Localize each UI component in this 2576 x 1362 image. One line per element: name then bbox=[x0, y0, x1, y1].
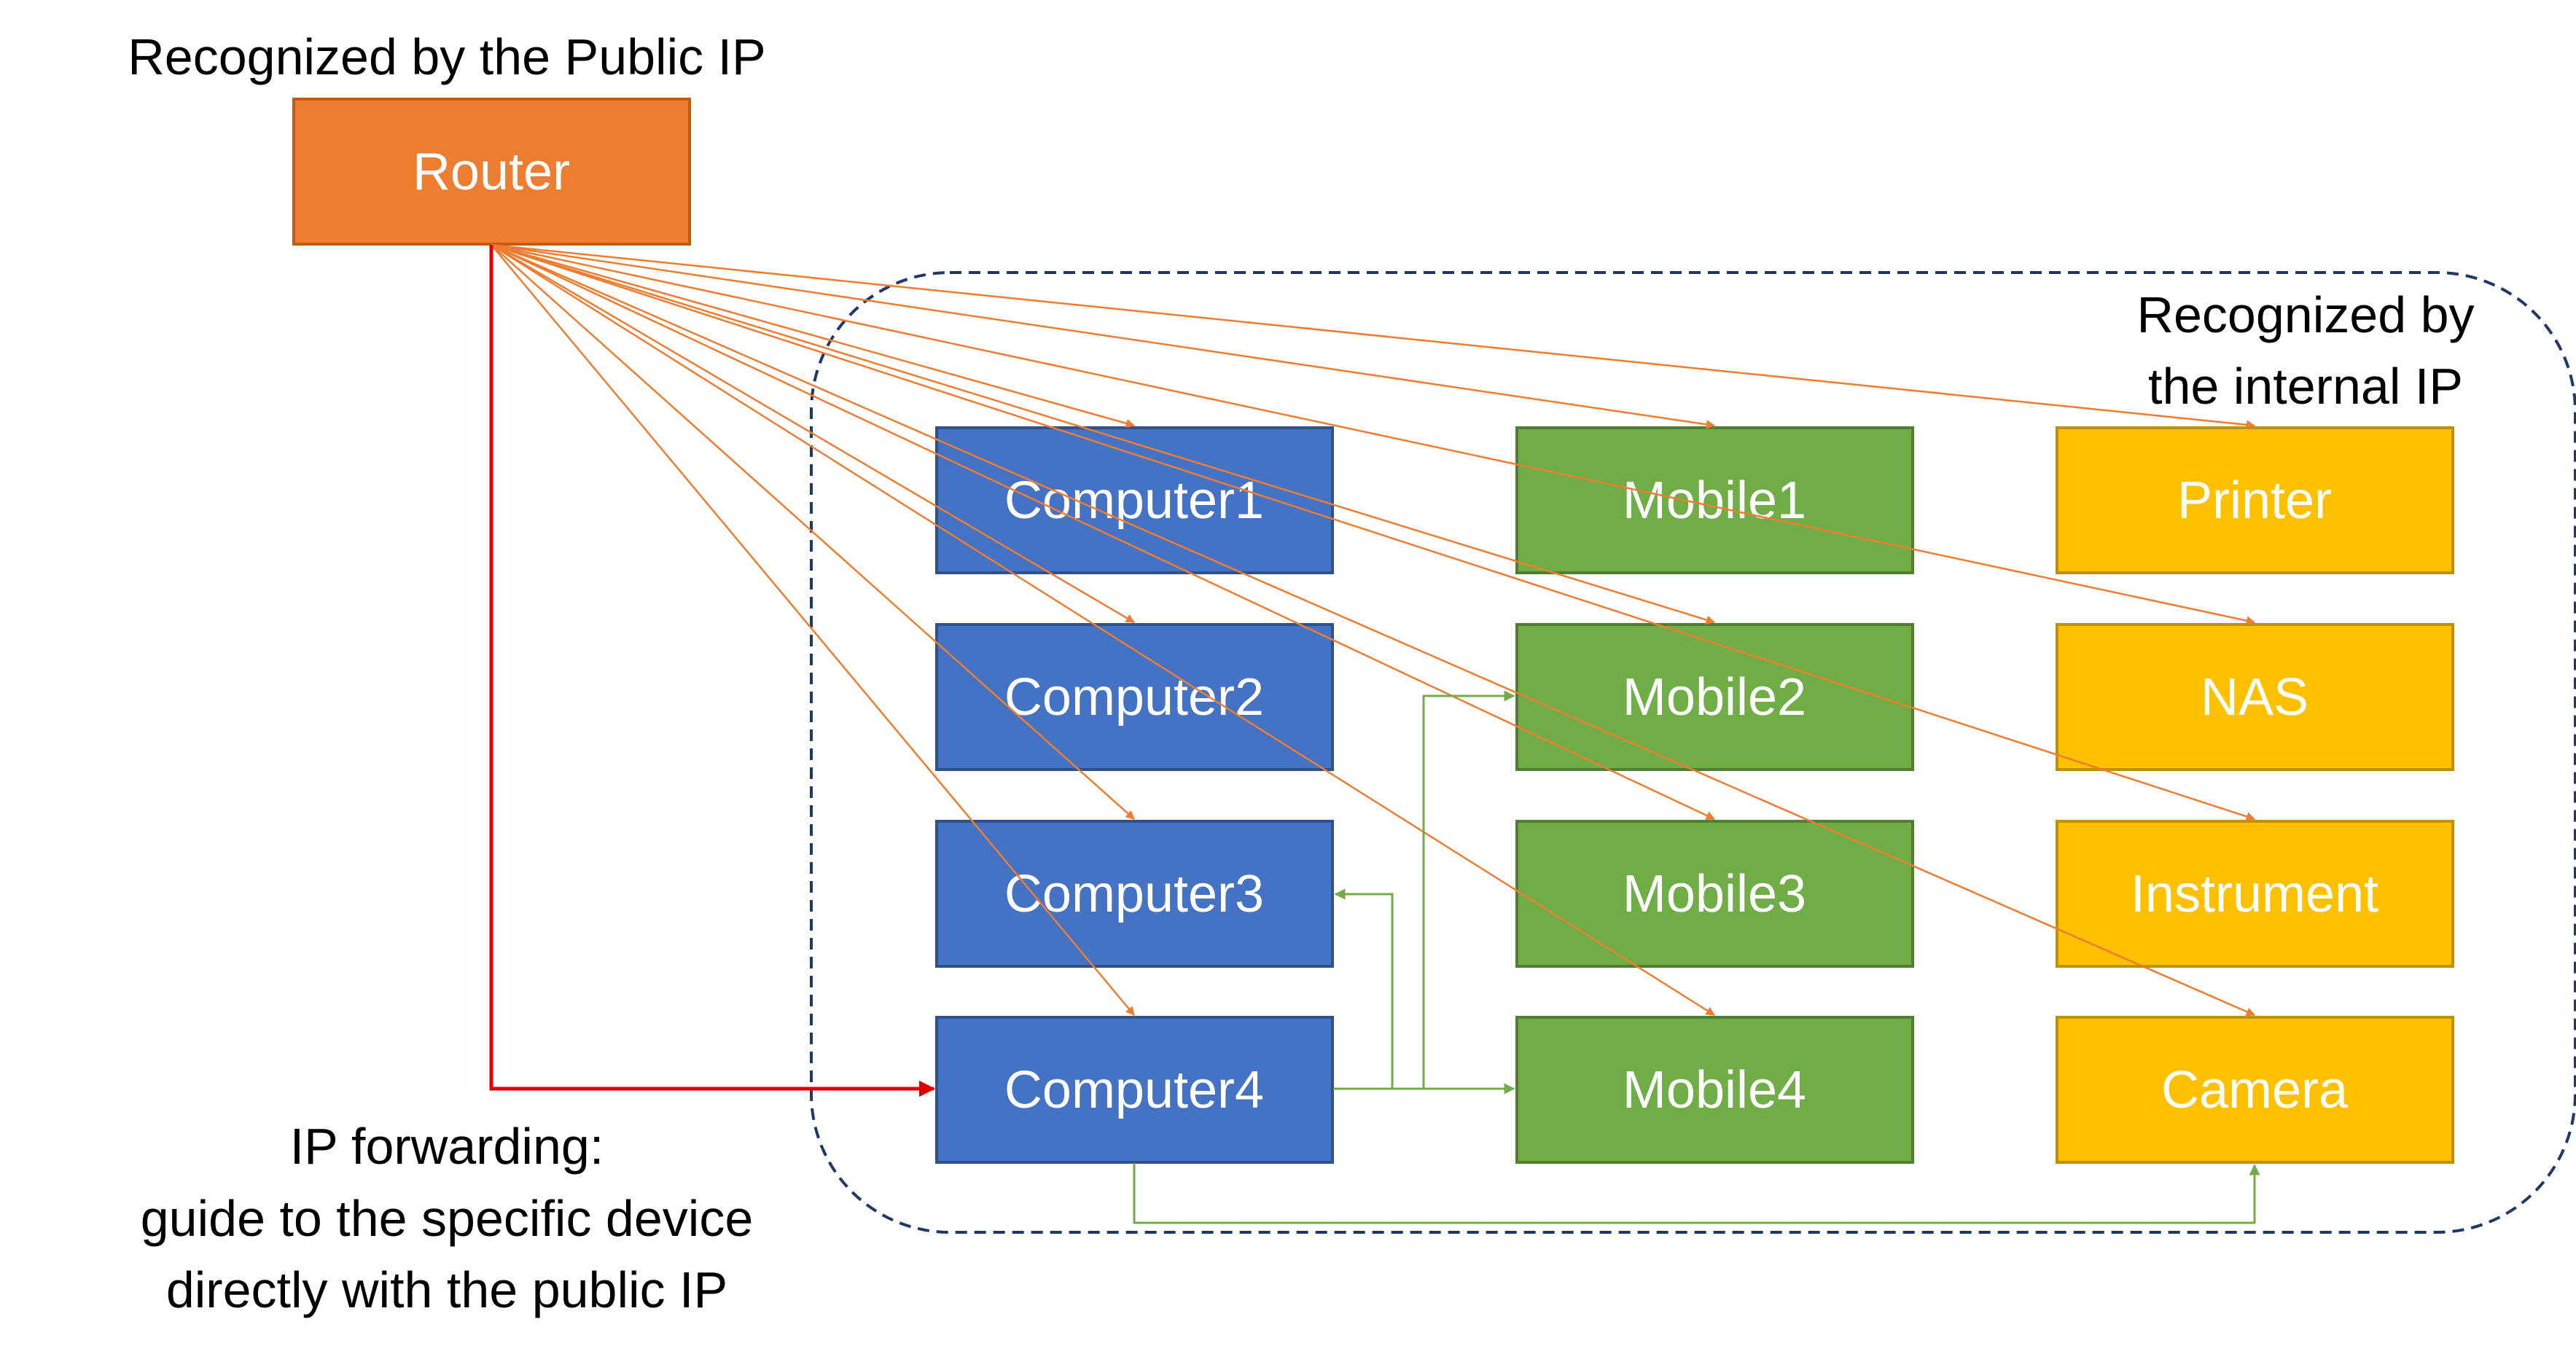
mobile4-box: Mobile4 bbox=[1515, 1016, 1914, 1164]
forwarding-caption-line2: guide to the specific device bbox=[141, 1190, 754, 1247]
router-box: Router bbox=[292, 98, 691, 246]
public-ip-caption: Recognized by the Public IP bbox=[128, 28, 766, 85]
link-router-nas bbox=[491, 243, 2256, 625]
mobile3-label: Mobile3 bbox=[1623, 865, 1806, 923]
link-router-mobile3 bbox=[491, 243, 1716, 821]
link-computer4-camera bbox=[1133, 1163, 2260, 1224]
instrument-box: Instrument bbox=[2056, 820, 2454, 968]
router-links bbox=[491, 243, 2256, 1017]
camera-label: Camera bbox=[2161, 1061, 2349, 1119]
camera-box: Camera bbox=[2056, 1016, 2454, 1164]
mobile3-box: Mobile3 bbox=[1515, 820, 1914, 968]
instrument-label: Instrument bbox=[2131, 865, 2378, 923]
computer4-label: Computer4 bbox=[1004, 1061, 1264, 1119]
link-router-computer4 bbox=[491, 244, 1135, 1016]
computer3-box: Computer3 bbox=[935, 820, 1334, 968]
link-computer4-mobile2 bbox=[1333, 690, 1515, 1090]
printer-label: Printer bbox=[2177, 471, 2332, 530]
computer2-label: Computer2 bbox=[1004, 668, 1264, 727]
link-router-mobile1 bbox=[491, 243, 1716, 429]
internal-links bbox=[1133, 690, 2260, 1224]
internal-ip-caption-line1: Recognized by bbox=[2136, 286, 2474, 343]
link-router-computer3 bbox=[491, 244, 1135, 820]
nas-label: NAS bbox=[2201, 668, 2308, 727]
mobile4-label: Mobile4 bbox=[1623, 1061, 1806, 1119]
link-router-mobile2 bbox=[491, 243, 1716, 625]
link-computer4-computer3 bbox=[1333, 888, 1394, 1090]
link-router-mobile4 bbox=[491, 243, 1716, 1017]
computer3-label: Computer3 bbox=[1004, 865, 1264, 923]
internal-network-boundary bbox=[810, 271, 2576, 1234]
computer4-box: Computer4 bbox=[935, 1016, 1334, 1164]
computer1-label: Computer1 bbox=[1004, 471, 1264, 530]
mobile2-label: Mobile2 bbox=[1623, 668, 1806, 727]
computer2-box: Computer2 bbox=[935, 623, 1334, 771]
nas-box: NAS bbox=[2056, 623, 2454, 771]
forwarding-caption-line1: IP forwarding: bbox=[290, 1118, 604, 1175]
link-router-computer2 bbox=[491, 243, 1136, 624]
computer1-box: Computer1 bbox=[935, 426, 1334, 574]
router-label: Router bbox=[413, 143, 570, 201]
link-router-printer bbox=[491, 243, 2256, 430]
link-router-camera bbox=[491, 243, 2256, 1017]
mobile2-box: Mobile2 bbox=[1515, 623, 1914, 771]
link-router-instrument bbox=[491, 243, 2256, 821]
mobile1-box: Mobile1 bbox=[1515, 426, 1914, 574]
printer-box: Printer bbox=[2056, 426, 2454, 574]
link-router-computer1 bbox=[491, 243, 1136, 428]
ip-forwarding-link bbox=[489, 245, 936, 1097]
forwarding-caption-line3: directly with the public IP bbox=[166, 1261, 727, 1318]
internal-ip-caption-line2: the internal IP bbox=[2148, 358, 2463, 415]
